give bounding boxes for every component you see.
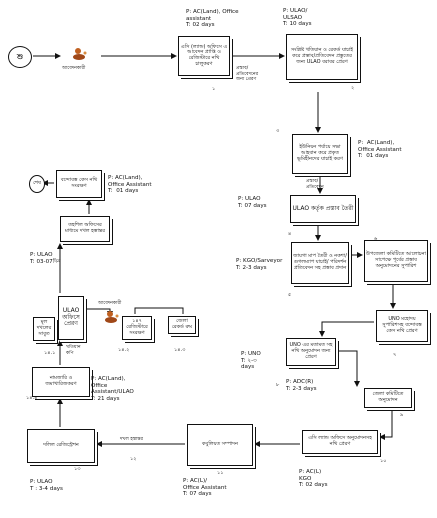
box-b13: নামজারি ও জমাখারিজকরণ [32, 367, 90, 397]
box-b9: জেলা কমিটিতে অনুমোদন [364, 388, 412, 408]
edge-text-2: প্রস্তাব/ প্রতিবেদন [306, 179, 324, 190]
edge-text-3: দখল হস্তান্তর [120, 437, 144, 442]
box-b11: কবুলিয়ত সম্পাদন [187, 424, 253, 466]
edge-text-4: খতিয়ান কপি [66, 345, 81, 356]
role-label-5: P: KGO/Sarveyor T: 2-3 days [236, 258, 283, 271]
role-label-9: P: AC(L)/ Office Assistant T: 07 days [183, 478, 227, 498]
box-b12: দলিল রেজিস্ট্রেশন [27, 429, 95, 463]
applicant-icon-2 [104, 310, 119, 323]
edge-b8-b9 [338, 350, 360, 387]
step-14-3: ১৪.৩ [174, 347, 186, 353]
step-2: ২ [351, 85, 355, 91]
applicant-label: আবেদনকারী [62, 66, 86, 71]
role-label-7: P: ADC(R) T: 2-3 days [286, 379, 317, 392]
box-b1: এসি (ল্যান্ড) অফিসে এ আবেদন প্রাপ্তি ও র… [178, 36, 230, 76]
start-circle: শু [8, 46, 32, 68]
box-b17: জেলা রেকর্ড রুম [168, 316, 196, 334]
role-label-1: P: AC(Land), Office assistant T: 02 days [186, 9, 239, 29]
step-3: ৩ [276, 128, 280, 134]
step-10: ১০ [380, 458, 387, 464]
box-b8: UNO এর মতামত সহ নথি অনুমোদন জন্য প্রেরণ [286, 338, 336, 366]
box-b15: ULAO অফিসে প্রেরণ [58, 296, 84, 340]
step-14-4: ১৪.৪ [26, 395, 38, 401]
start-label: শু [16, 53, 24, 61]
role-label-4: P: ULAO T: 07 days [238, 196, 267, 209]
edge-b7-b8 [319, 321, 374, 337]
step-1: ১ [212, 86, 216, 92]
step-4: ৪ [288, 231, 292, 237]
box-b7: UNO মহোদয় সুপারিশসহ বন্দোবস্ত কেস নথি প… [376, 310, 428, 342]
applicant-icon [72, 47, 87, 60]
step-13: ১৩ [74, 466, 81, 472]
step-6: ৬ [374, 236, 378, 242]
box-b2: সংশ্লিষ্ট খতিয়ান ও রেকর্ড যাচাই করে প্র… [286, 34, 358, 80]
role-label-13: P: AC(Land), Office Assistant T: 01 days [108, 175, 152, 195]
box-b3: ইউনিয়ন পর্যায়ে সভা আহবান করে প্রকৃত ভূ… [292, 134, 348, 174]
step-14-1: ১৪.১ [44, 350, 56, 356]
edge-b16-b17 [134, 307, 184, 314]
role-label-11: P: AC(Land), Office Assistant/ULAO T: 21… [91, 376, 134, 403]
box-b6: উপজেলা কমিটিতে আলোচনা সাপেক্ষে পূর্বের প… [364, 240, 428, 282]
applicant-label-2: আবেদনকারী [98, 301, 122, 306]
role-label-2: P: ULAO/ ULSAO T: 10 days [283, 8, 312, 28]
box-b5: জায়গা মাপ তৈরী ও নকশা/গুগলম্যাপ যাচাই/ … [291, 242, 349, 284]
role-label-8: P: AC(L) KGO T: 02 days [299, 469, 328, 489]
step-7: ৭ [393, 352, 397, 358]
box-b4: ULAO কর্তৃক প্রস্তাব তৈরী [290, 195, 356, 223]
role-label-12: P: ULAO T: 03-07দিন [30, 252, 61, 265]
box-b16: ১৪৭ রেজিস্টারে সংরক্ষণ [122, 316, 152, 340]
role-label-10: P: ULAO T : 3-4 days [30, 479, 63, 492]
role-label-3: P: AC(Land), Office Assistant T: 01 days [358, 140, 402, 160]
edge-text-1: প্রস্তাব/ প্রতিবেদনের জন্য প্রেরণ [236, 66, 259, 82]
end-oval: শেষ [29, 175, 45, 193]
box-b19: বন্দোবস্ত কেস নথি সংরক্ষণ [56, 170, 102, 198]
step-5: ৫ [288, 292, 292, 298]
box-b10: এসি ল্যান্ড অফিসে অনুমোদনসহ নথি প্রেরণ [302, 430, 378, 454]
step-8: ৮ [276, 382, 280, 388]
step-12: ১২ [130, 456, 137, 462]
box-b14: মূল দখলের সাবুত [33, 317, 55, 341]
step-14-2: ১৪.২ [118, 347, 130, 353]
step-9: ৯ [400, 412, 404, 418]
edge-b9-b10 [379, 404, 393, 440]
box-b18: তহশিল অফিসের মাধ্যমে দখল হস্তান্তর [60, 216, 110, 242]
step-11: ১১ [217, 470, 224, 476]
role-label-6: P: UNO T: ২-৩ days [241, 351, 261, 371]
